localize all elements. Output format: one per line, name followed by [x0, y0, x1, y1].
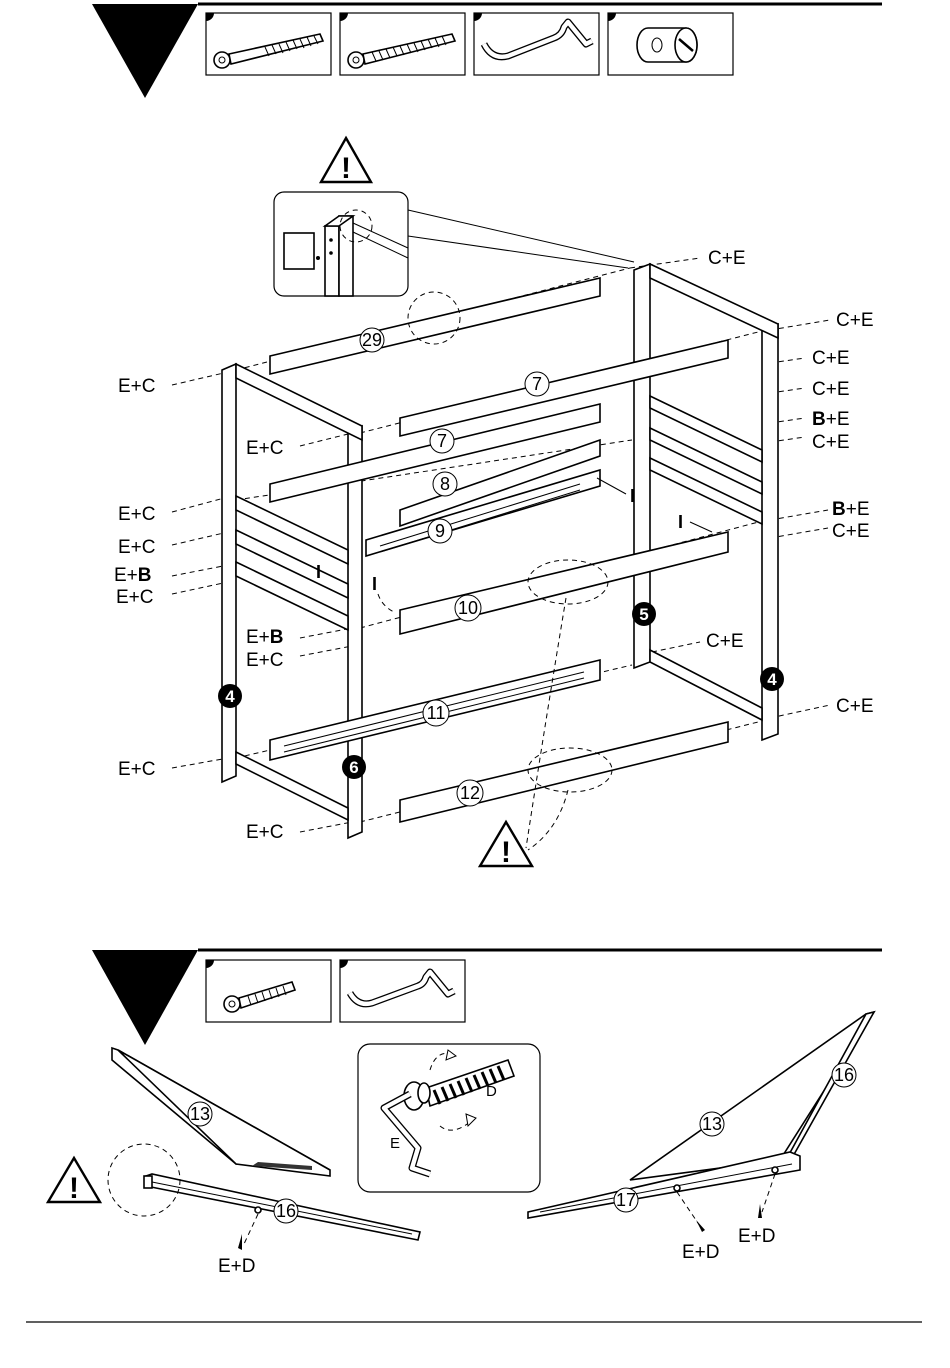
- warning-icon: !: [321, 138, 371, 185]
- hardware-box-bolt-threaded: [340, 13, 465, 75]
- insert-mark: I: [372, 574, 377, 594]
- bold-b: B: [812, 409, 826, 430]
- part-13-left-label: 13: [190, 1104, 210, 1124]
- callouts-right: C+E C+E C+E C+E B+E C+E B+E C+E C+E C+E: [706, 248, 874, 717]
- callout-ce: C+E: [836, 696, 874, 717]
- bunk-frame-assembly: !: [114, 138, 874, 869]
- hardware-box-barrel-nut: [608, 13, 733, 75]
- callout-ec: E+C: [116, 587, 154, 608]
- callout-eb: E+B: [246, 627, 284, 648]
- hardware-box-allen-key: [340, 960, 465, 1022]
- detail-inset-bolt-tightening: D E: [358, 1044, 540, 1192]
- part-10-label: 10: [458, 598, 478, 618]
- insert-mark: I: [316, 562, 321, 582]
- detail-inset-post-joint: [274, 192, 634, 296]
- part-13-right-label: 13: [702, 1114, 722, 1134]
- part-7-lower-label: 7: [437, 431, 447, 451]
- callout-ec: E+C: [118, 537, 156, 558]
- step-marker-triangle-icon: [92, 4, 198, 98]
- warning-icon: !: [48, 1158, 100, 1205]
- part-5-label: 5: [639, 605, 648, 624]
- left-end-frame: [222, 364, 362, 838]
- part-9-label: 9: [435, 521, 445, 541]
- warning-symbol: !: [341, 152, 351, 185]
- bold-b: B: [270, 627, 284, 648]
- part-16-left-label: 16: [276, 1201, 296, 1221]
- callout-ce: C+E: [832, 521, 870, 542]
- callout-ec: E+C: [118, 759, 156, 780]
- part-7-upper-label: 7: [532, 374, 542, 394]
- warning-icon: !: [480, 822, 532, 869]
- e-plus: E+: [114, 565, 138, 586]
- callout-ce: C+E: [706, 631, 744, 652]
- bold-b: B: [832, 499, 846, 520]
- callout-ce: C+E: [836, 310, 874, 331]
- e-plus: E+: [246, 627, 270, 648]
- callout-be: B+E: [812, 409, 850, 430]
- callout-ed: E+D: [218, 1256, 256, 1277]
- hardware-box-bolt-long: [206, 13, 331, 75]
- callout-be: B+E: [832, 499, 870, 520]
- insert-mark: I: [630, 486, 635, 506]
- part-12-label: 12: [460, 783, 480, 803]
- callout-ce: C+E: [812, 379, 850, 400]
- step-1-header: [92, 4, 882, 98]
- label-d: D: [486, 1083, 497, 1100]
- insert-mark: I: [678, 512, 683, 532]
- warning-symbol: !: [69, 1172, 79, 1205]
- callout-ed: E+D: [738, 1226, 776, 1247]
- label-e: E: [390, 1135, 400, 1152]
- part-29-label: 29: [362, 330, 382, 350]
- part-16-right-label: 16: [834, 1065, 854, 1085]
- part-8-label: 8: [440, 474, 450, 494]
- warning-symbol: !: [501, 836, 511, 869]
- callout-ce: C+E: [812, 432, 850, 453]
- callout-ec: E+C: [246, 438, 284, 459]
- callout-ec: E+C: [118, 376, 156, 397]
- callout-ce: C+E: [812, 348, 850, 369]
- plus-e: +E: [826, 409, 850, 430]
- side-panel-assembly-right: 16 13 17 E+D E+D: [528, 1012, 874, 1263]
- callout-ec: E+C: [246, 822, 284, 843]
- part-17-label: 17: [616, 1190, 636, 1210]
- part-6-label: 6: [349, 758, 358, 777]
- rail-12: [400, 722, 728, 822]
- callout-ed: E+D: [682, 1242, 720, 1263]
- part-4-right-label: 4: [767, 670, 777, 689]
- callout-ec: E+C: [118, 504, 156, 525]
- hardware-box-allen-key: [474, 13, 599, 75]
- right-end-frame: [634, 264, 778, 740]
- callout-ec: E+C: [246, 650, 284, 671]
- callout-eb: E+B: [114, 565, 152, 586]
- callout-ce: C+E: [708, 248, 746, 269]
- bold-b: B: [138, 565, 152, 586]
- step-marker-triangle-icon: [92, 950, 198, 1045]
- plus-e: +E: [846, 499, 870, 520]
- part-11-label: 11: [427, 703, 446, 723]
- part-4-left-label: 4: [225, 687, 235, 706]
- hardware-box-bolt-threaded: [206, 960, 331, 1022]
- rail-10: [400, 532, 728, 634]
- barrel-nut-icon: [637, 28, 697, 62]
- step-2-header: [92, 950, 882, 1045]
